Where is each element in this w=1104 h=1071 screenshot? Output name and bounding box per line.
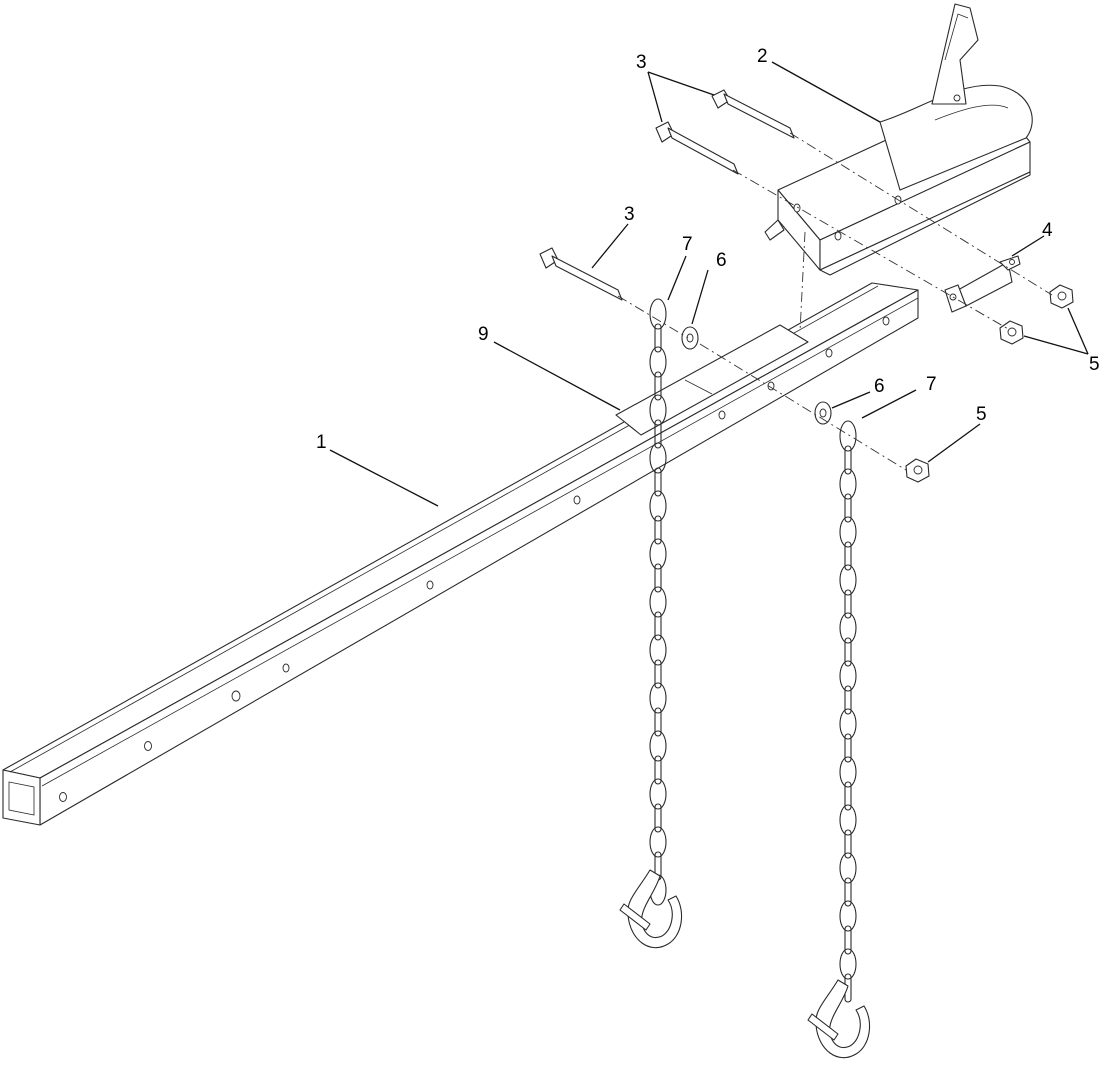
chain-link xyxy=(649,778,667,810)
chain-link xyxy=(649,682,667,714)
washer-part-6-left xyxy=(681,326,699,350)
callout-9: 9 xyxy=(478,324,489,345)
chain-link xyxy=(844,925,852,955)
callout-3-top: 3 xyxy=(636,52,647,73)
bolt-part-3-upper-left xyxy=(655,121,739,175)
chain-link xyxy=(844,589,852,619)
assembly-centerlines xyxy=(617,132,1053,471)
chain-link xyxy=(844,877,852,907)
chain-link xyxy=(839,420,857,452)
chain-link xyxy=(839,804,857,836)
chain-link xyxy=(654,803,662,833)
chain-link xyxy=(844,541,852,571)
hook-left xyxy=(619,869,683,949)
tube-part-1 xyxy=(2,282,919,826)
chain-link xyxy=(654,323,662,353)
callout-5-lower: 5 xyxy=(976,404,987,425)
chain-part-7-right xyxy=(839,420,857,1003)
chain-link xyxy=(654,659,662,689)
bolt-part-3-lower xyxy=(539,247,623,301)
chain-link xyxy=(654,707,662,737)
chain-link xyxy=(654,563,662,593)
chain-link xyxy=(654,755,662,785)
chain-link xyxy=(839,852,857,884)
chain-link xyxy=(654,371,662,401)
nut-part-5-mid xyxy=(999,320,1024,345)
chain-link xyxy=(649,298,667,330)
leader-lines xyxy=(329,61,1089,507)
chain-link xyxy=(839,516,857,548)
chain-link xyxy=(649,346,667,378)
chain-link xyxy=(649,394,667,426)
chain-link xyxy=(839,564,857,596)
chain-link xyxy=(654,611,662,641)
chain-link xyxy=(649,826,667,858)
chain-link xyxy=(649,442,667,474)
chain-link xyxy=(649,730,667,762)
chain-link xyxy=(839,708,857,740)
chain-link xyxy=(649,490,667,522)
callout-3-lower: 3 xyxy=(624,204,635,225)
bracket-part-4 xyxy=(944,255,1021,313)
chain-link xyxy=(844,685,852,715)
callout-5-right: 5 xyxy=(1089,354,1100,375)
chain-link xyxy=(839,660,857,692)
callout-2: 2 xyxy=(757,46,768,67)
chain-link xyxy=(654,515,662,545)
chain-link xyxy=(839,612,857,644)
chain-link xyxy=(844,829,852,859)
chain-link xyxy=(654,419,662,449)
chain-link xyxy=(839,756,857,788)
chain-link xyxy=(839,900,857,932)
chain-link xyxy=(844,493,852,523)
bolt-part-3-upper-right xyxy=(711,89,795,139)
washer-part-6-right xyxy=(814,401,832,425)
callout-6-left: 6 xyxy=(716,250,727,271)
chain-link xyxy=(844,781,852,811)
callout-7-right: 7 xyxy=(926,374,937,395)
chain-link xyxy=(839,468,857,500)
coupler-part-2 xyxy=(764,3,1033,276)
chain-link xyxy=(649,586,667,618)
callout-labels: 1 2 3 3 4 5 5 6 6 7 7 9 xyxy=(316,46,1100,453)
decal-part-9 xyxy=(615,324,809,436)
callout-1: 1 xyxy=(316,432,327,453)
chain-link xyxy=(844,445,852,475)
hook-right xyxy=(807,979,871,1059)
nut-part-5-top xyxy=(1049,284,1074,309)
callout-6-right: 6 xyxy=(874,376,885,397)
callout-4: 4 xyxy=(1042,220,1053,241)
chain-link xyxy=(839,948,857,980)
callout-7-left: 7 xyxy=(682,234,693,255)
nut-part-5-low xyxy=(905,458,930,483)
chain-link xyxy=(654,467,662,497)
chain-link xyxy=(844,733,852,763)
chain-link xyxy=(844,637,852,667)
chain-link xyxy=(649,538,667,570)
chain-link xyxy=(649,634,667,666)
